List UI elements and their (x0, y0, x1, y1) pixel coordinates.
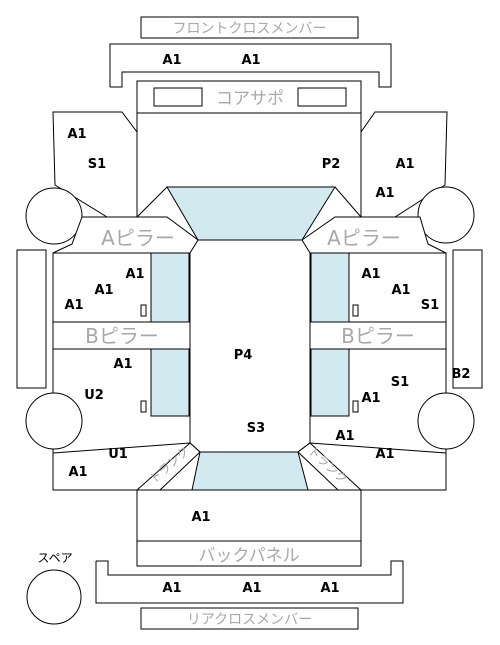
spare-label: スペア (37, 551, 72, 565)
b-pillar-right-label: Bピラー (341, 324, 415, 348)
right-rear-door-handle (352, 400, 359, 413)
rear-cross-member-box (140, 607, 359, 630)
lf-grade-a1-b: A1 (94, 283, 113, 298)
core-support-slot-right (297, 87, 347, 107)
fr-grade-p2: P2 (322, 157, 341, 172)
core-support-slot-left (153, 87, 203, 107)
front-left-wheel (25, 187, 83, 245)
front-grade-a1-left: A1 (162, 53, 181, 68)
trunk-deck (136, 489, 362, 542)
rf-grade-s1: S1 (421, 298, 439, 313)
lf-grade-a1-c: A1 (64, 298, 83, 313)
rf-grade-a1-b: A1 (391, 283, 410, 298)
left-side-sill (16, 249, 47, 389)
lr-grade-u2: U2 (84, 388, 104, 403)
rear-cross-member-bracket (95, 560, 404, 604)
b-pillar-left-band (52, 321, 191, 350)
fr-grade-a1-top: A1 (395, 157, 414, 172)
center-grade-p4: P4 (234, 348, 253, 363)
center-grade-s3: S3 (247, 421, 265, 436)
rear-cross-member-label: リアクロスメンバー (187, 612, 312, 628)
lf-grade-a1-a: A1 (125, 267, 144, 282)
lr-grade-a1: A1 (113, 357, 132, 372)
bl-grade-a1: A1 (68, 465, 87, 480)
br-grade-a1-b: A1 (375, 447, 394, 462)
left-front-window (150, 252, 190, 323)
front-grade-a1-right: A1 (241, 53, 260, 68)
right-rear-window (310, 348, 350, 417)
rear-window (191, 451, 309, 491)
rear-right-wheel (417, 392, 475, 450)
left-rear-door-handle (140, 400, 147, 413)
rear-grade-a1-2: A1 (242, 581, 261, 596)
trunk-grade-a1: A1 (191, 510, 210, 525)
front-right-wheel (417, 186, 475, 244)
windshield (166, 186, 336, 241)
left-front-door-handle (140, 304, 147, 317)
right-grade-b2: B2 (452, 367, 471, 382)
fl-grade-s1: S1 (88, 157, 106, 172)
right-front-door-handle (352, 304, 359, 317)
br-grade-a1-a: A1 (335, 429, 354, 444)
spare-tire (26, 569, 82, 625)
right-side-sill (452, 249, 483, 389)
bl-grade-u1: U1 (108, 447, 128, 462)
back-panel-box (136, 540, 362, 567)
rear-left-wheel (25, 392, 83, 450)
rf-grade-a1-a: A1 (361, 267, 380, 282)
front-cross-member-box (140, 16, 359, 39)
front-cross-member-bracket (109, 43, 392, 88)
b-pillar-left-label: Bピラー (85, 324, 159, 348)
rear-grade-a1-1: A1 (162, 581, 181, 596)
core-support-label: コアサポ (216, 89, 284, 109)
rr-grade-s1: S1 (391, 375, 409, 390)
left-rear-window (150, 348, 190, 417)
rr-grade-a1: A1 (361, 391, 380, 406)
a-pillar-right-label: Aピラー (327, 226, 401, 250)
back-panel-label: バックパネル (198, 546, 299, 566)
a-pillar-left-label: Aピラー (101, 226, 175, 250)
rear-grade-a1-3: A1 (320, 581, 339, 596)
right-front-window (310, 252, 350, 323)
b-pillar-right-band (309, 321, 447, 350)
fl-grade-a1: A1 (67, 127, 86, 142)
front-cross-member-label: フロントクロスメンバー (173, 21, 327, 37)
fr-grade-a1-bottom: A1 (375, 186, 394, 201)
